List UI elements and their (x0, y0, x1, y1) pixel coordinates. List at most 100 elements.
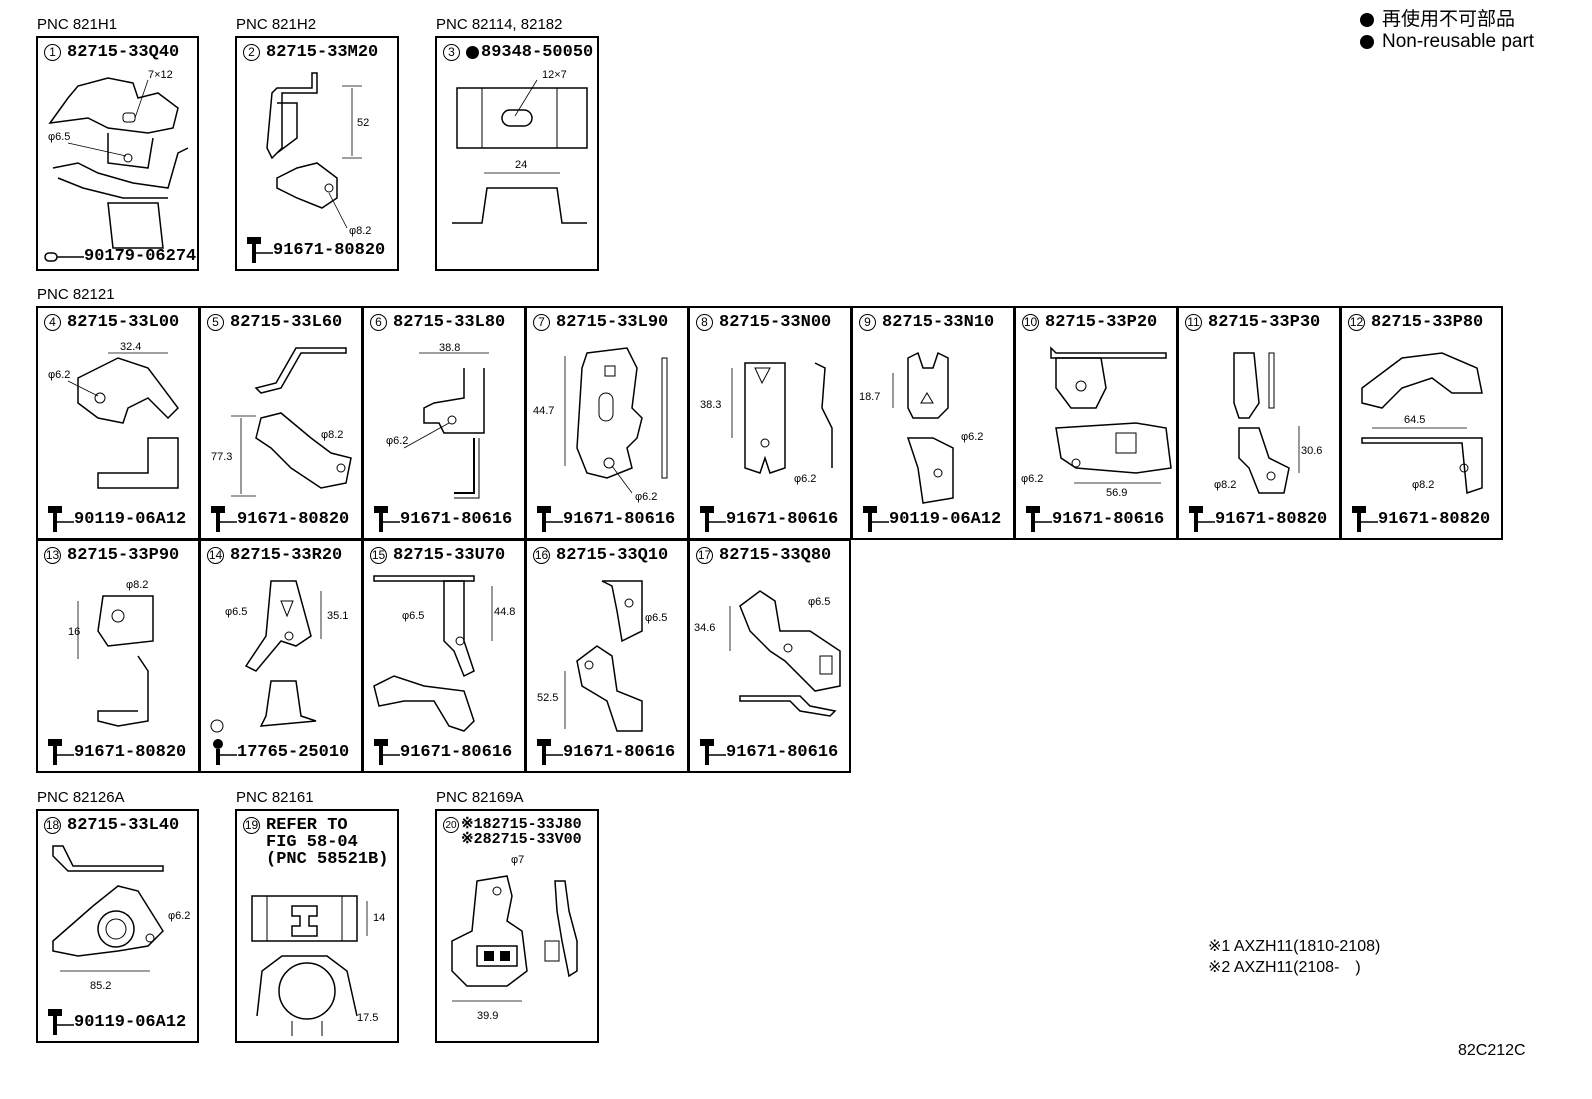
fastener: 90119-06A12 (859, 504, 1001, 534)
clamp-drawing: 14 17.5 (251, 895, 385, 1036)
fastener-number: 91671-80616 (726, 742, 839, 762)
fastener: 17765-25010 (207, 737, 349, 767)
bracket-drawing: 77.3 φ8.2 (211, 347, 352, 497)
part-panel-20[interactable]: 20※182715-33J80※282715-33V00 39.9 φ7 (435, 809, 599, 1043)
part-panel-9[interactable]: 9 82715-33N10 18.7 φ6.2 90119-06A12 (851, 306, 1015, 540)
fastener-number: 91671-80616 (400, 742, 513, 762)
legend: 再使用不可部品 Non-reusable part (1360, 9, 1534, 53)
fastener-number: 91671-80820 (74, 742, 187, 762)
pnc-label: PNC 82169A (436, 789, 524, 806)
bolt-icon (374, 739, 400, 765)
part-number: 82715-33L60 (230, 313, 343, 332)
fastener-number: 91671-80616 (726, 509, 839, 529)
dim-label: φ6.2 (48, 369, 70, 381)
callout-number: 16 (533, 547, 550, 564)
bracket-drawing: 16 φ8.2 (68, 579, 154, 727)
dim-label: φ8.2 (1412, 479, 1434, 491)
bracket-drawing: 44.8 φ6.5 (373, 575, 515, 732)
part-number: 82715-33L40 (67, 816, 180, 835)
dim-label: φ6.2 (961, 431, 983, 443)
bracket-drawing: 32.4 φ6.2 (48, 341, 179, 489)
bracket-drawing: 38.3 φ6.2 (700, 362, 833, 485)
callout-number: 7 (533, 314, 550, 331)
pnc-label: PNC 82121 (37, 286, 115, 303)
dim-label: φ6.5 (808, 596, 830, 608)
bracket-drawing: 52.5 φ6.5 (537, 580, 667, 732)
fastener-number: 91671-80616 (563, 742, 676, 762)
callout-number: 20 (443, 817, 459, 833)
bolt-icon (247, 237, 273, 263)
dim-label: φ6.2 (635, 491, 657, 503)
part-title: 20※182715-33J80※282715-33V00 (443, 817, 582, 847)
refer-line: FIG 58-04 (266, 833, 358, 852)
part-number: 82715-33P20 (1045, 313, 1158, 332)
fastener: 90119-06A12 (44, 504, 186, 534)
legend-text-en: Non-reusable part (1382, 31, 1535, 52)
callout-number: 6 (370, 314, 387, 331)
legend-row-jp: 再使用不可部品 (1360, 9, 1534, 31)
dim-label: 56.9 (1106, 487, 1127, 499)
dim-label: φ6.2 (386, 435, 408, 447)
dim-label: 30.6 (1301, 445, 1322, 457)
callout-number: 2 (243, 44, 260, 61)
callout-number: 11 (1185, 314, 1202, 331)
fastener-number: 90119-06A12 (74, 509, 187, 529)
fastener-number: 91671-80820 (1378, 509, 1491, 529)
non-reusable-dot-icon (1360, 35, 1374, 49)
fastener-number: 17765-25010 (237, 742, 350, 762)
vehicle-note-2: ※2 AXZH11(2108- ) (1208, 959, 1361, 976)
dim-label: φ8.2 (1214, 479, 1236, 491)
dim-label: φ6.2 (1021, 473, 1043, 485)
dim-label: 39.9 (477, 1010, 498, 1022)
callout-number: 9 (859, 314, 876, 331)
dim-label: 44.7 (533, 405, 554, 417)
bolt-icon (700, 506, 726, 532)
fastener-number: 91671-80616 (1052, 509, 1165, 529)
dim-label: 18.7 (859, 391, 880, 403)
fastener: 90119-06A12 (44, 1007, 186, 1037)
callout-number: 4 (44, 314, 61, 331)
part-number: 89348-50050 (481, 43, 594, 62)
fastener-number: 91671-80616 (563, 509, 676, 529)
pnc-label: PNC 82126A (37, 789, 125, 806)
dim-label: 77.3 (211, 451, 232, 463)
part-number: 82715-33Q40 (67, 43, 180, 62)
callout-number: 12 (1348, 314, 1365, 331)
part-number: 82715-33U70 (393, 546, 506, 565)
dim-label: φ6.5 (645, 612, 667, 624)
dim-label: 17.5 (357, 1012, 378, 1024)
part-number: 82715-33N10 (882, 313, 995, 332)
dim-label: 16 (68, 626, 80, 638)
bolt-icon (1352, 506, 1378, 532)
callout-number: 19 (243, 817, 260, 834)
dim-label: 85.2 (90, 980, 111, 992)
fastener: 91671-80820 (1348, 504, 1490, 534)
dim-label: 12×7 (542, 69, 567, 81)
